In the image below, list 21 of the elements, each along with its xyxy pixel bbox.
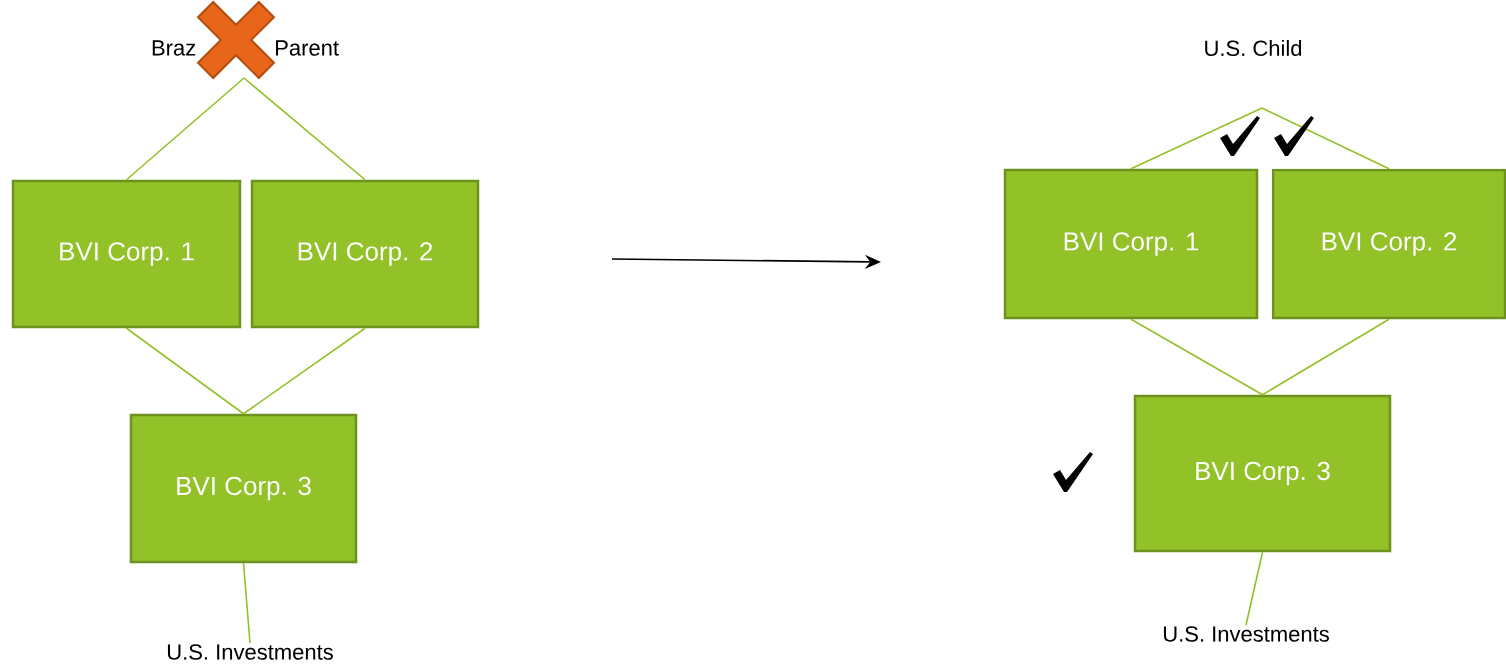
company-box: BVI Corp. 3 <box>129 413 358 564</box>
connector-line <box>243 77 366 181</box>
company-box: BVI Corp. 1 <box>11 179 242 329</box>
company-box: BVI Corp. 2 <box>250 179 480 329</box>
entity-label: Braz Parent <box>152 40 339 56</box>
cross-mark <box>196 0 276 80</box>
connector-line <box>1261 318 1390 396</box>
connector-line <box>242 562 251 644</box>
connector-line <box>1261 107 1390 170</box>
connector-line <box>125 77 245 181</box>
connector-line <box>1130 318 1264 396</box>
connector-line <box>125 327 245 415</box>
connector-line <box>242 327 366 415</box>
entity-label: U.S. Investments <box>167 644 333 660</box>
entity-label: U.S. Child <box>1205 39 1302 57</box>
company-box: BVI Corp. 1 <box>1003 168 1259 320</box>
entity-label: U.S. Investments <box>1163 626 1329 642</box>
company-box: BVI Corp. 2 <box>1271 168 1506 320</box>
connector-line <box>1245 551 1264 626</box>
company-box: BVI Corp. 3 <box>1133 394 1392 553</box>
connector-line <box>1130 107 1263 170</box>
